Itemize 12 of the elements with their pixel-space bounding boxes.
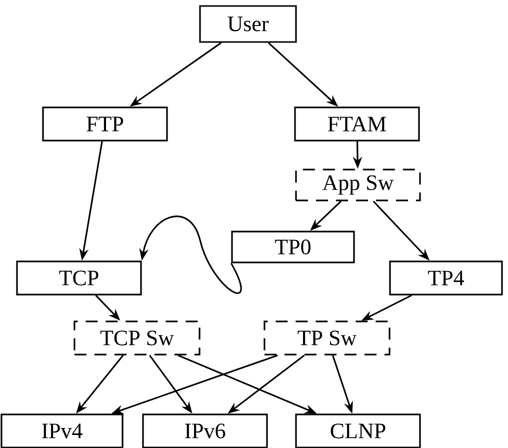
process-box: TCP	[16, 260, 142, 296]
switch-box: TCP Sw	[74, 320, 200, 356]
process-box: TP0	[231, 230, 355, 264]
process-box: User	[199, 5, 297, 43]
process-box: TP4	[389, 260, 503, 296]
switch-box: App Sw	[295, 168, 421, 202]
process-box: FTAM	[294, 106, 420, 142]
process-box: FTP	[42, 106, 168, 142]
process-box: IPv4	[0, 414, 124, 448]
process-box: IPv6	[142, 414, 268, 448]
switch-box: TP Sw	[264, 320, 390, 356]
process-box: CLNP	[295, 414, 421, 448]
